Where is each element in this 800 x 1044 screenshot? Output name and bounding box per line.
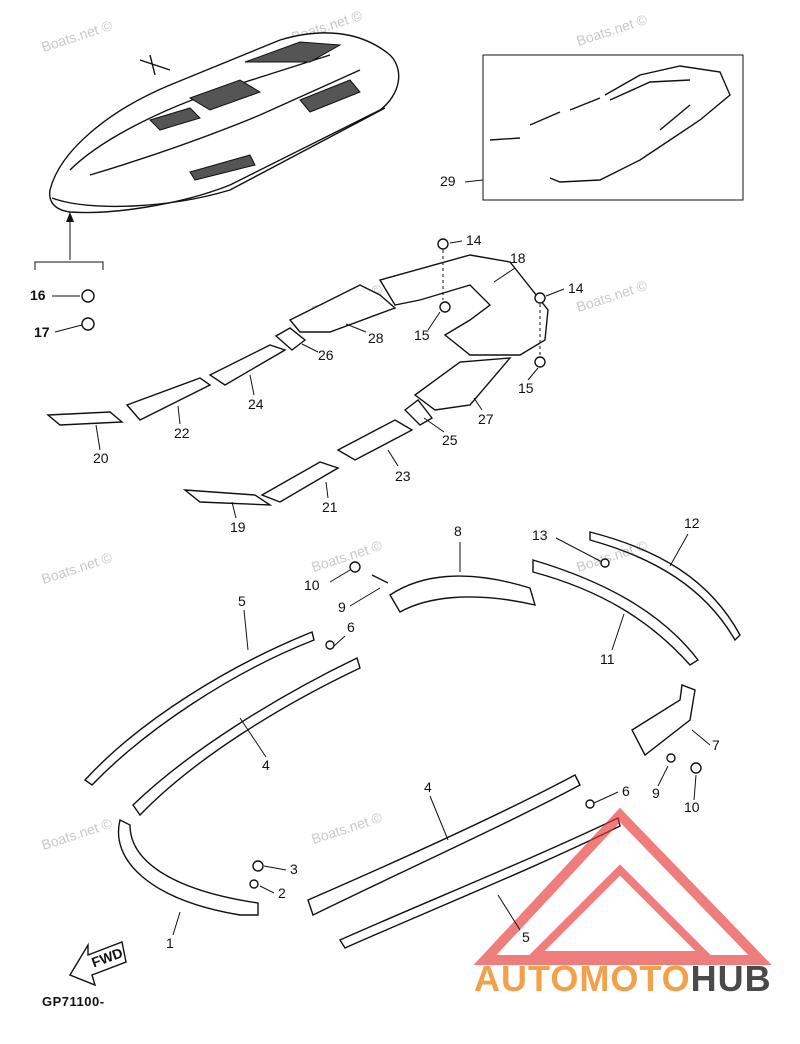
mat-22 (125, 377, 212, 421)
mat-28 (288, 284, 397, 333)
moulding-4-left (132, 657, 361, 817)
mat-19 (182, 489, 273, 506)
mat-24 (208, 344, 287, 386)
callout-10a: 10 (304, 577, 320, 593)
callout-27: 27 (478, 411, 494, 427)
callout-24: 24 (248, 396, 264, 412)
callout-23: 23 (395, 468, 411, 484)
brand-part2: HUB (690, 958, 772, 999)
callout-21: 21 (322, 499, 338, 515)
callout-8: 8 (454, 523, 462, 539)
bumper-5-right (338, 816, 621, 949)
callout-3: 3 (290, 861, 298, 877)
callout-11: 11 (600, 651, 615, 667)
diagram-code: GP71100- (42, 994, 105, 1009)
mat-18 (378, 254, 549, 356)
bumper-12 (589, 531, 741, 642)
moulding-4-right (307, 774, 581, 916)
mat-27 (413, 357, 512, 411)
mat-23 (336, 419, 414, 461)
fwd-arrow-icon: FWD (68, 941, 127, 987)
brand-wordmark: AUTOMOTOHUB (474, 958, 772, 1000)
callouts: 1 2 3 4 4 5 5 6 6 7 8 9 9 10 10 11 12 (30, 173, 720, 951)
brand-logo-icon (473, 807, 772, 965)
callout-14b: 14 (568, 280, 584, 296)
bracket-8 (389, 575, 537, 613)
callout-14a: 14 (466, 232, 482, 248)
arrow-up-icon (66, 212, 74, 222)
callout-5a: 5 (238, 593, 246, 609)
callout-17: 17 (34, 324, 50, 340)
callout-15a: 15 (414, 327, 430, 343)
moulding-11 (532, 559, 700, 666)
callout-16: 16 (30, 287, 46, 303)
callout-10b: 10 (684, 799, 700, 815)
brand-part1: AUTOMOTO (474, 958, 691, 999)
callout-22: 22 (174, 425, 190, 441)
bumper-5-left (83, 631, 315, 786)
callout-4a: 4 (262, 757, 270, 773)
callout-25: 25 (442, 432, 458, 448)
callout-2: 2 (278, 885, 286, 901)
bumper-parts (83, 531, 741, 949)
callout-26: 26 (318, 347, 334, 363)
hardware-small (81, 238, 546, 368)
callout-20: 20 (93, 450, 109, 466)
callout-5b: 5 (522, 929, 530, 945)
callout-15b: 15 (518, 380, 534, 396)
callout-13: 13 (532, 527, 548, 543)
callout-18: 18 (510, 250, 526, 266)
watercraft-hull (48, 32, 400, 214)
callout-19: 19 (230, 519, 246, 535)
callout-6a: 6 (347, 619, 355, 635)
bow-bumper-1 (117, 818, 259, 916)
callout-9a: 9 (338, 599, 346, 615)
callout-12: 12 (684, 515, 700, 531)
callout-1: 1 (166, 935, 174, 951)
leader-bracket (34, 261, 104, 270)
mat-21 (260, 461, 340, 503)
callout-6b: 6 (622, 783, 630, 799)
callout-7: 7 (712, 737, 720, 753)
bracket-7 (631, 684, 696, 757)
mat-26 (274, 327, 307, 351)
callout-9b: 9 (652, 785, 660, 801)
mat-20 (46, 411, 124, 426)
deck-mats (46, 254, 549, 506)
callout-28: 28 (368, 330, 384, 346)
callout-4b: 4 (424, 779, 432, 795)
mat-set-inset (464, 54, 744, 201)
callout-29: 29 (440, 173, 456, 189)
